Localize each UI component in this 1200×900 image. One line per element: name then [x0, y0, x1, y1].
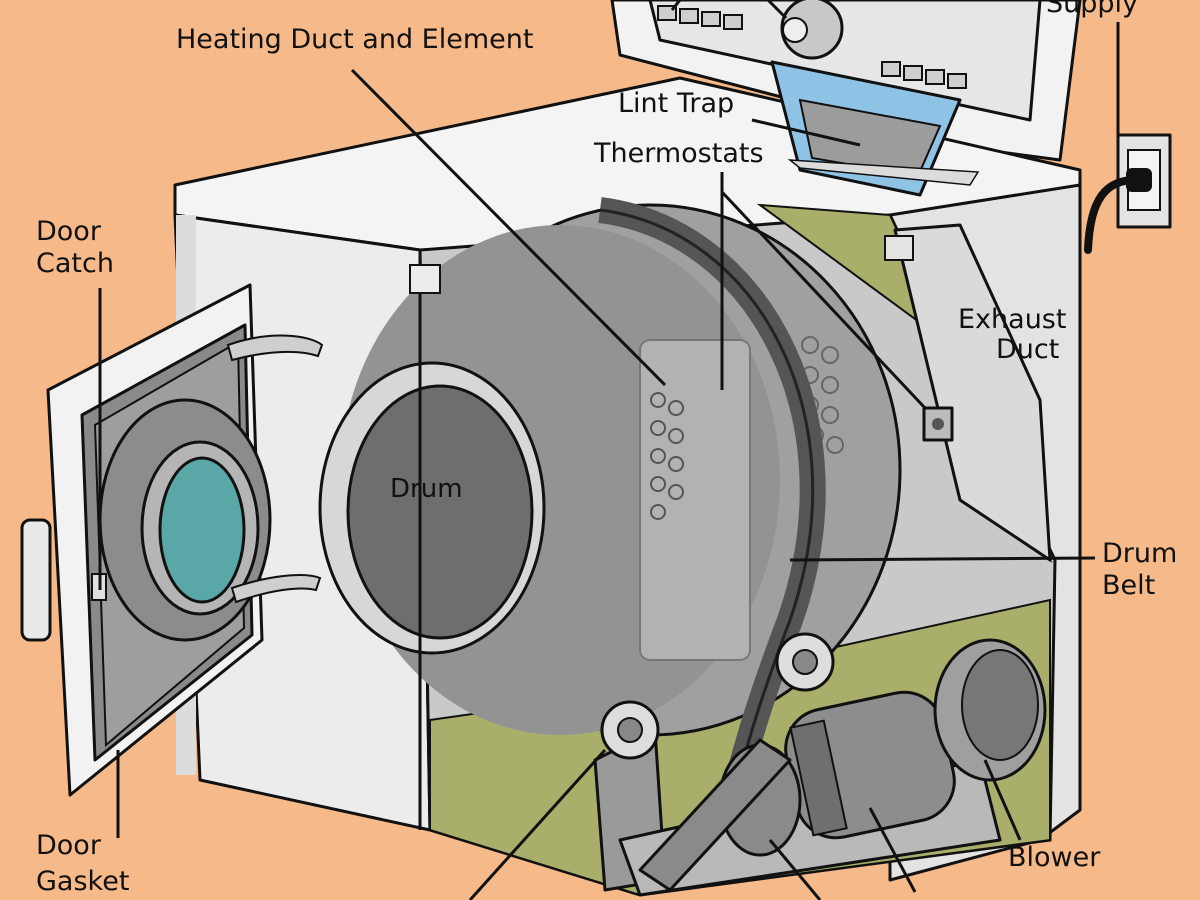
leader-lint-trap — [751, 118, 861, 147]
blower-wheel — [961, 649, 1039, 761]
heating-element-panel — [639, 339, 751, 661]
leader-thermostat-b — [720, 190, 927, 410]
leader-blower — [983, 759, 1022, 841]
front-lip-notch-top — [409, 264, 441, 294]
front-lip-notch-right — [884, 235, 914, 261]
label-blower: Blower — [1008, 842, 1101, 873]
leader-pulley — [768, 839, 822, 900]
console-buttons-right — [881, 61, 967, 89]
leader-lines — [98, 0, 1120, 900]
leader-drum-belt — [789, 556, 1096, 562]
power-plug — [1126, 168, 1152, 192]
label-door-catch-line2: Catch — [36, 248, 114, 279]
timer-knob — [780, 0, 844, 60]
leader-roller — [468, 748, 607, 900]
timer-knob-center — [782, 17, 808, 43]
label-thermostats: Thermostats — [593, 138, 764, 169]
label-heating-duct: Heating Duct and Element — [176, 24, 533, 55]
label-door-gasket-line2: Gasket — [36, 866, 129, 897]
label-exhaust-line2: Duct — [996, 334, 1059, 365]
lint-slot — [787, 159, 980, 186]
door-window — [158, 456, 246, 604]
leader-knob — [766, 0, 788, 20]
power-supply — [1084, 133, 1172, 254]
label-drum: Drum — [390, 474, 463, 504]
drum — [318, 197, 914, 863]
drum-roller-left-hub — [617, 717, 643, 743]
drum-opening — [346, 384, 534, 640]
motor-assembly — [593, 632, 1047, 897]
motor-ribs — [789, 719, 848, 837]
console-buttons-left — [657, 5, 743, 30]
door-hinge-top — [226, 334, 324, 362]
label-drum-belt-line1: Drum — [1102, 538, 1177, 569]
labels: Supply Heating Duct and Element Lint Tra… — [36, 0, 1177, 897]
heating-element-coils — [650, 392, 684, 520]
door-hinge-bottom — [230, 574, 322, 604]
exhaust-duct — [893, 223, 1052, 562]
exhaust-port-hole — [932, 418, 944, 430]
leader-console — [670, 0, 682, 11]
label-exhaust-line1: Exhaust — [958, 304, 1066, 335]
door-handle — [20, 518, 52, 642]
label-supply: Supply — [1046, 0, 1138, 19]
label-door-gasket-line1: Door — [36, 830, 102, 861]
leader-motor — [868, 807, 917, 893]
label-door-catch-line1: Door — [36, 216, 102, 247]
idler-arm — [638, 738, 792, 892]
leader-heating-duct — [350, 68, 667, 387]
idler-roller-right-hub — [792, 649, 818, 675]
console-panel — [648, 0, 1042, 122]
label-drum-belt-line2: Belt — [1102, 570, 1155, 601]
label-lint-trap: Lint Trap — [618, 88, 734, 119]
